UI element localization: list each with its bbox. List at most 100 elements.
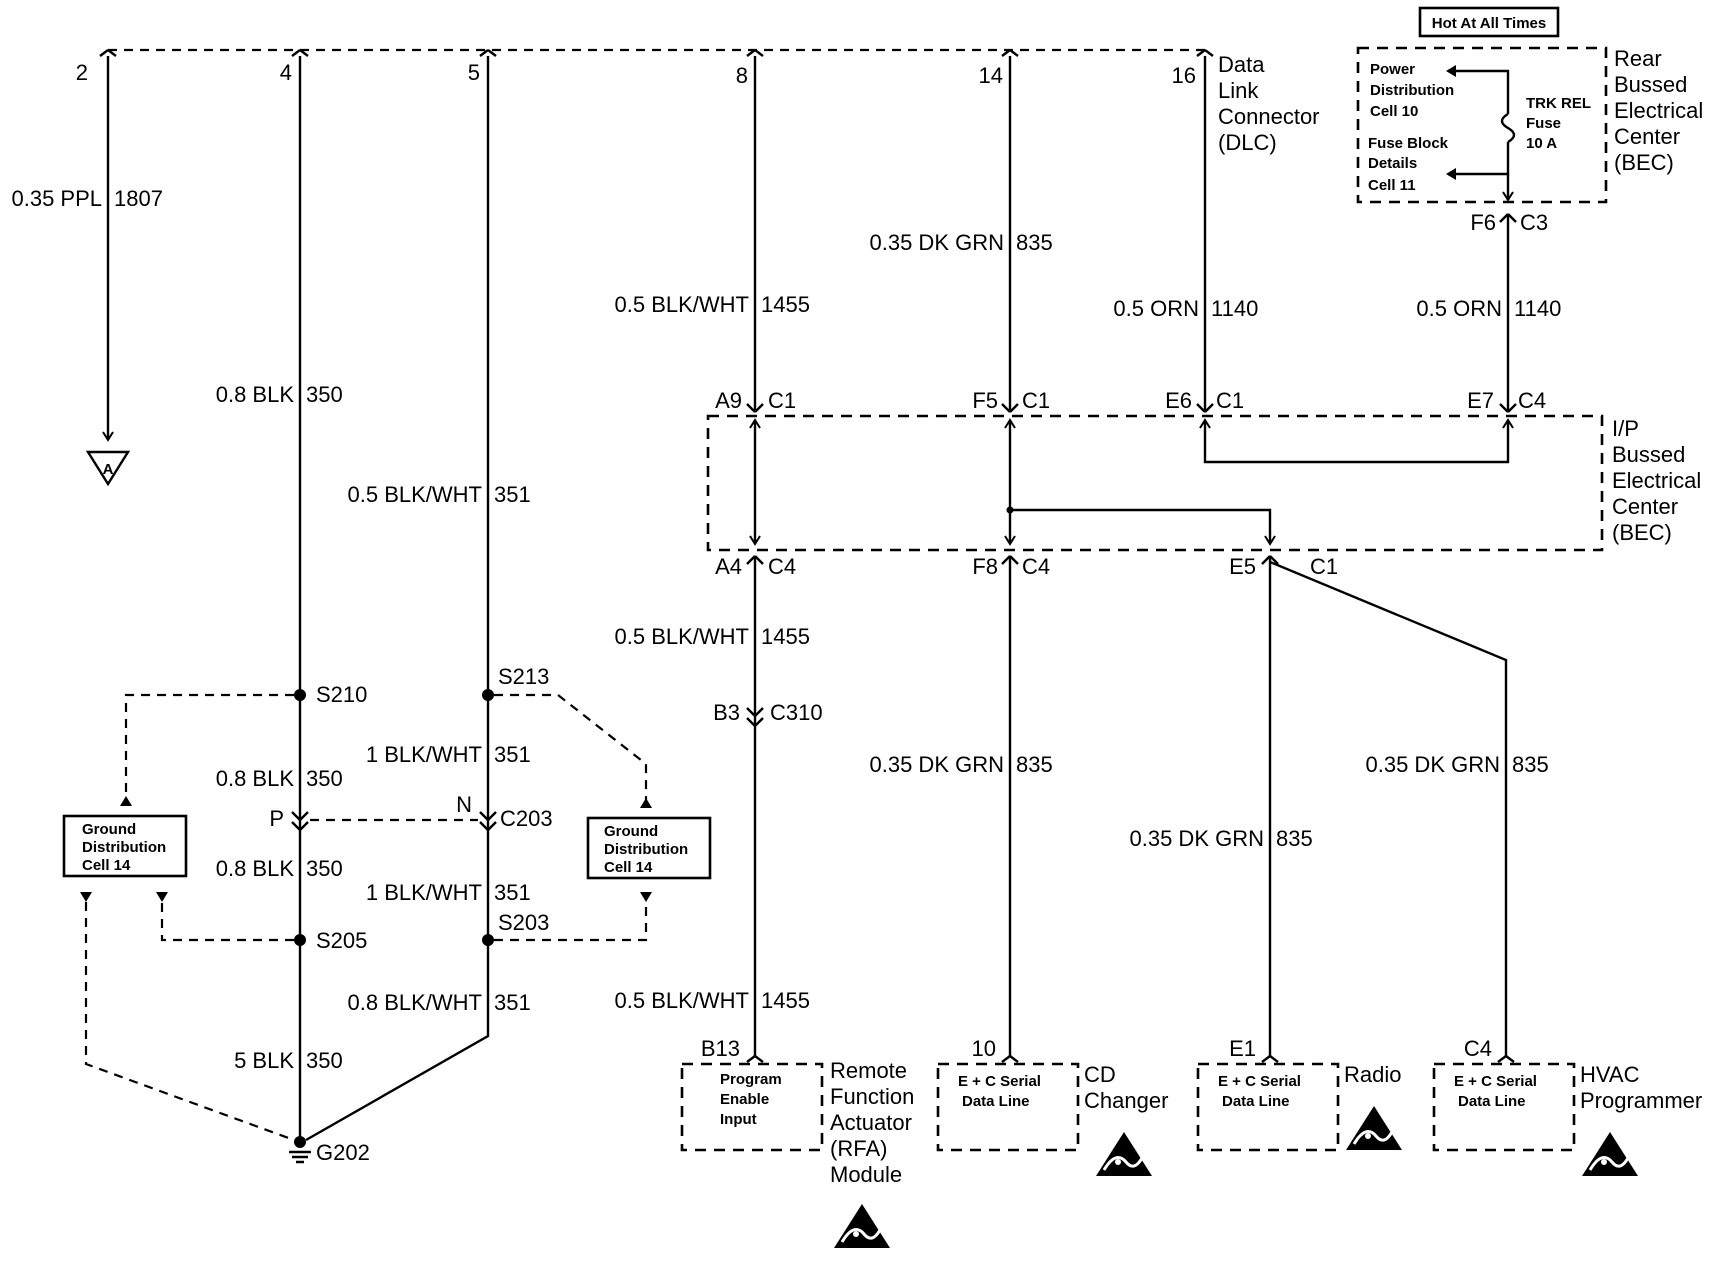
wire-350-top-gauge: 0.8 BLK [216, 382, 295, 407]
dlc-title-1: Data [1218, 52, 1265, 77]
hvac-pin: C4 [1464, 1036, 1492, 1061]
fuse-line-1: TRK REL [1526, 95, 1591, 112]
wire-1455-bot-circuit: 1455 [761, 988, 810, 1013]
wire-350-d-gauge: 5 BLK [234, 1048, 294, 1073]
fuse-block-line-3: Cell 11 [1368, 177, 1416, 194]
wire-1807-circuit: 1807 [114, 186, 163, 211]
wire-1140-b-circuit: 1140 [1514, 296, 1561, 321]
ground-dist-right-2: Distribution [604, 841, 688, 858]
splice-node-icon [294, 689, 306, 701]
ip-bottom-conn-f8: C4 [1022, 554, 1050, 579]
hvac-name-2: Programmer [1580, 1088, 1702, 1113]
wire-350-c-circuit: 350 [306, 856, 343, 881]
wire-351-c-gauge: 1 BLK/WHT [366, 880, 482, 905]
hot-label: Hot At All Times [1432, 15, 1546, 32]
radio: E1 E + C Serial Data Line Radio [1196, 1036, 1404, 1152]
wire-835-radio-gauge: 0.35 DK GRN [1130, 826, 1265, 851]
rfa-inner-1: Program [720, 1071, 782, 1088]
ip-bottom-conn-e5: C1 [1310, 554, 1338, 579]
dlc-pin-8: 8 [736, 63, 748, 88]
cd-pin: 10 [972, 1036, 996, 1061]
hvac-programmer: C4 E + C Serial Data Line HVAC Programme… [1432, 1036, 1702, 1178]
wire-835-top-circuit: 835 [1016, 230, 1053, 255]
c203-label: C203 [500, 806, 553, 831]
splice-node-icon [482, 689, 494, 701]
wire-835-radio-circuit: 835 [1276, 826, 1313, 851]
wire-351-c-circuit: 351 [494, 880, 531, 905]
rear-bec-title-4: Center [1614, 124, 1680, 149]
rfa-name-1: Remote [830, 1058, 907, 1083]
fuse-block-line-1: Fuse Block [1368, 135, 1449, 152]
ip-bottom-pin-e5: E5 [1229, 554, 1256, 579]
wire-1455-bot-gauge: 0.5 BLK/WHT [615, 988, 749, 1013]
wire-350-d-circuit: 350 [306, 1048, 343, 1073]
cd-inner-1: E + C Serial [958, 1073, 1041, 1090]
wire-1455-mid-gauge: 0.5 BLK/WHT [615, 624, 749, 649]
ground-symbol-icon [289, 1150, 311, 1164]
rfa-inner-3: Input [720, 1111, 757, 1128]
rfa-name-4: (RFA) [830, 1136, 887, 1161]
splice-s210: S210 [316, 682, 367, 707]
rfa-pin: B13 [701, 1036, 740, 1061]
wire-835-top-gauge: 0.35 DK GRN [870, 230, 1005, 255]
wire-351-top-gauge: 0.5 BLK/WHT [348, 482, 482, 507]
dlc-pin-5: 5 [468, 60, 480, 85]
radio-pin: E1 [1229, 1036, 1256, 1061]
wire-835-cd-circuit: 835 [1016, 752, 1053, 777]
ground-dist-left-3: Cell 14 [82, 857, 131, 874]
wire-351-top-circuit: 351 [494, 482, 531, 507]
esd-sensitive-icon [1580, 1130, 1640, 1178]
ground-dist-right-box [586, 816, 712, 880]
radio-inner-2: Data Line [1222, 1093, 1290, 1110]
dlc-title-2: Link [1218, 78, 1259, 103]
ip-top-pin-e6: E6 [1165, 388, 1192, 413]
ground-dist-left-1: Ground [82, 821, 136, 838]
c310-label: C310 [770, 700, 823, 725]
fuse-icon [1500, 112, 1516, 144]
wire-835-hvac-circuit: 835 [1512, 752, 1549, 777]
wire-351-b-gauge: 1 BLK/WHT [366, 742, 482, 767]
ip-top-conn-e7: C4 [1518, 388, 1546, 413]
dlc-title-3: Connector [1218, 104, 1320, 129]
ip-bec-title-5: (BEC) [1612, 520, 1672, 545]
wire-1140-b-gauge: 0.5 ORN [1416, 296, 1502, 321]
rfa-name-3: Actuator [830, 1110, 912, 1135]
ip-bec-title-4: Center [1612, 494, 1678, 519]
fuse-line-2: Fuse [1526, 115, 1561, 132]
radio-name-1: Radio [1344, 1062, 1401, 1087]
wire-1807-gauge: 0.35 PPL [11, 186, 102, 211]
ip-bec: A9 C1 F5 C1 E6 C1 E7 C4 A4 C4 F8 C4 E5 C… [706, 388, 1701, 1056]
power-dist-line-2: Distribution [1370, 82, 1454, 99]
ground-dist-left-2: Distribution [82, 839, 166, 856]
dlc-pin-16: 16 [1172, 63, 1196, 88]
splice-node-icon [482, 934, 494, 946]
dlc-pin-2: 2 [76, 60, 88, 85]
splice-node-icon [294, 934, 306, 946]
rear-bec-title-2: Bussed [1614, 72, 1687, 97]
cd-changer: 10 E + C Serial Data Line CD Changer [936, 1036, 1168, 1178]
rear-bec-title-5: (BEC) [1614, 150, 1674, 175]
rfa-inner-2: Enable [720, 1091, 769, 1108]
wire-351-b-circuit: 351 [494, 742, 531, 767]
ip-top-pin-e7: E7 [1467, 388, 1494, 413]
wire-835-hvac-gauge: 0.35 DK GRN [1366, 752, 1501, 777]
c203-p: P [269, 806, 284, 831]
ip-top-conn-f5: C1 [1022, 388, 1050, 413]
rfa-name-2: Function [830, 1084, 914, 1109]
cd-name-2: Changer [1084, 1088, 1168, 1113]
splice-s205: S205 [316, 928, 367, 953]
ip-bec-title-1: I/P [1612, 416, 1639, 441]
hvac-inner-2: Data Line [1458, 1093, 1526, 1110]
power-dist-line-1: Power [1370, 61, 1415, 78]
splice-s203: S203 [498, 910, 549, 935]
ip-bec-title-3: Electrical [1612, 468, 1701, 493]
wire-1140-a-gauge: 0.5 ORN [1113, 296, 1199, 321]
c203-n: N [456, 792, 472, 817]
rear-bec-title-1: Rear [1614, 46, 1662, 71]
wire-835-cd-gauge: 0.35 DK GRN [870, 752, 1005, 777]
ground-section: S210 S205 S213 S203 0.8 BLK 350 0.8 BLK … [62, 664, 712, 1165]
hvac-inner-1: E + C Serial [1454, 1073, 1537, 1090]
splice-s213: S213 [498, 664, 549, 689]
wire-350-b-circuit: 350 [306, 766, 343, 791]
connector-c310: B3 C310 [713, 700, 823, 728]
